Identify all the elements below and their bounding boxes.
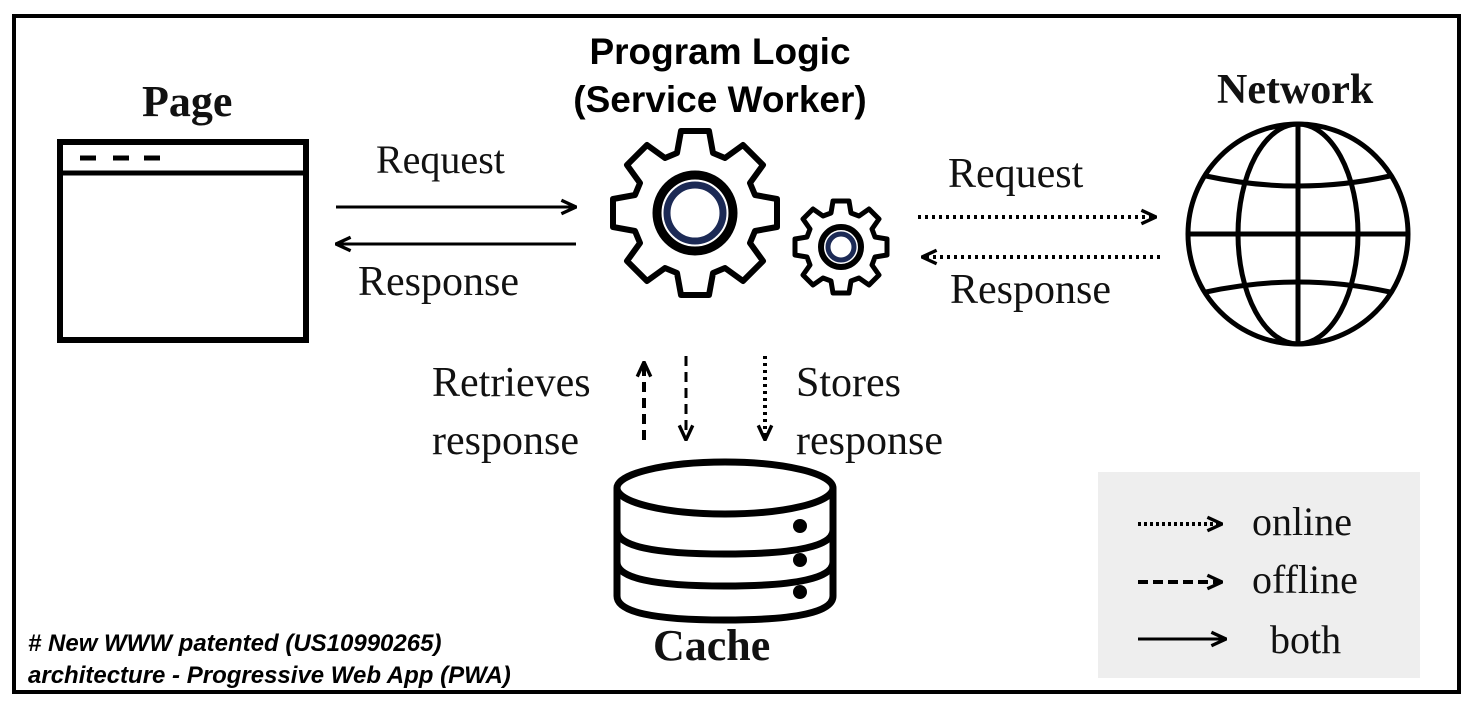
service-worker-title-line1: Program Logic bbox=[589, 31, 851, 72]
footnote-line2: architecture - Progressive Web App (PWA) bbox=[28, 662, 511, 689]
page-response-label: Response bbox=[358, 259, 519, 305]
globe-icon bbox=[1185, 121, 1411, 347]
network-title: Network bbox=[1217, 67, 1374, 113]
legend-online-label: online bbox=[1252, 499, 1352, 544]
page-request-label: Request bbox=[376, 137, 505, 182]
stores-label-line1: Stores bbox=[796, 360, 901, 406]
retrieves-label: Retrieves response bbox=[432, 354, 591, 470]
retrieves-label-line1: Retrieves bbox=[432, 360, 591, 406]
service-worker-title: Program Logic (Service Worker) bbox=[520, 28, 920, 124]
network-response-label: Response bbox=[950, 267, 1111, 313]
legend-offline-label: offline bbox=[1252, 557, 1358, 602]
stores-label: Stores response bbox=[796, 354, 943, 470]
legend-box bbox=[1098, 472, 1420, 678]
database-icon bbox=[613, 458, 837, 624]
browser-window-icon bbox=[57, 139, 309, 343]
footnote-line1: # New WWW patented (US10990265) bbox=[28, 630, 442, 657]
gear-icon bbox=[610, 128, 890, 298]
stores-label-line2: response bbox=[796, 418, 943, 464]
network-request-label: Request bbox=[948, 151, 1084, 197]
page-title: Page bbox=[142, 77, 233, 126]
footnote: # New WWW patented (US10990265) architec… bbox=[28, 628, 511, 692]
legend-both-label: both bbox=[1270, 617, 1342, 662]
retrieves-label-line2: response bbox=[432, 418, 579, 464]
cache-title: Cache bbox=[653, 621, 771, 670]
service-worker-title-line2: (Service Worker) bbox=[573, 79, 867, 120]
